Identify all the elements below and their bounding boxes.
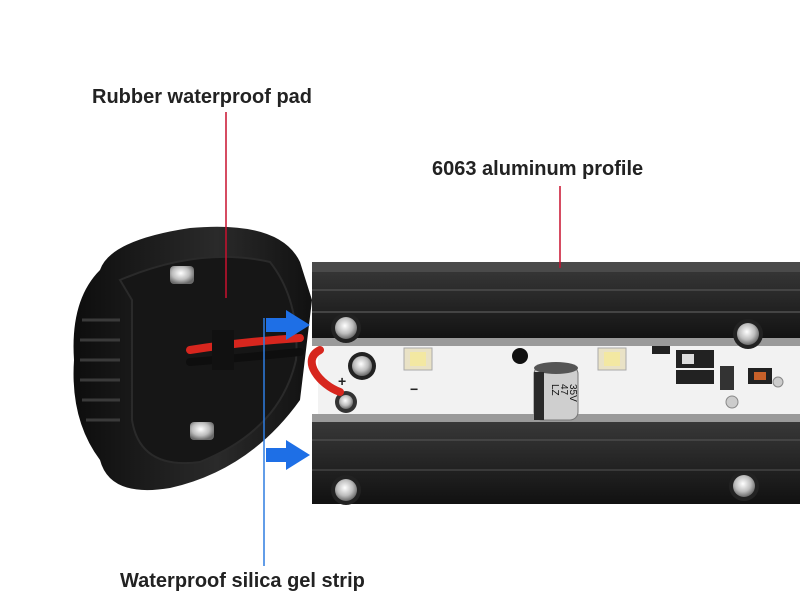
- aluminum-profile: [312, 262, 800, 504]
- board-minus-marking: −: [410, 381, 418, 397]
- screw: [331, 475, 361, 505]
- capacitor-marking-brand: LZ: [549, 384, 560, 396]
- label-silica-gel-strip: Waterproof silica gel strip: [120, 570, 365, 592]
- screw: [331, 313, 361, 343]
- screw: [335, 391, 357, 413]
- capacitor-marking-voltage: 35V: [567, 384, 578, 402]
- capacitor-marking-value: 47: [558, 384, 569, 396]
- end-cap: [73, 226, 312, 491]
- screw: [170, 266, 194, 284]
- screw: [190, 422, 214, 440]
- silica-gel-strip-top: [312, 338, 800, 346]
- red-wire: [307, 346, 344, 396]
- capacitor: [533, 362, 579, 421]
- board-hole: [512, 348, 528, 364]
- arrow-right-icon: [266, 440, 310, 470]
- screw: [729, 471, 759, 501]
- board-plus-marking: +: [338, 373, 346, 389]
- label-rubber-waterproof-pad: Rubber waterproof pad: [92, 86, 313, 108]
- label-aluminum-profile: 6063 aluminum profile: [432, 158, 644, 180]
- arrow-right-icon: [266, 310, 310, 340]
- screw: [348, 352, 376, 380]
- screw: [733, 319, 763, 349]
